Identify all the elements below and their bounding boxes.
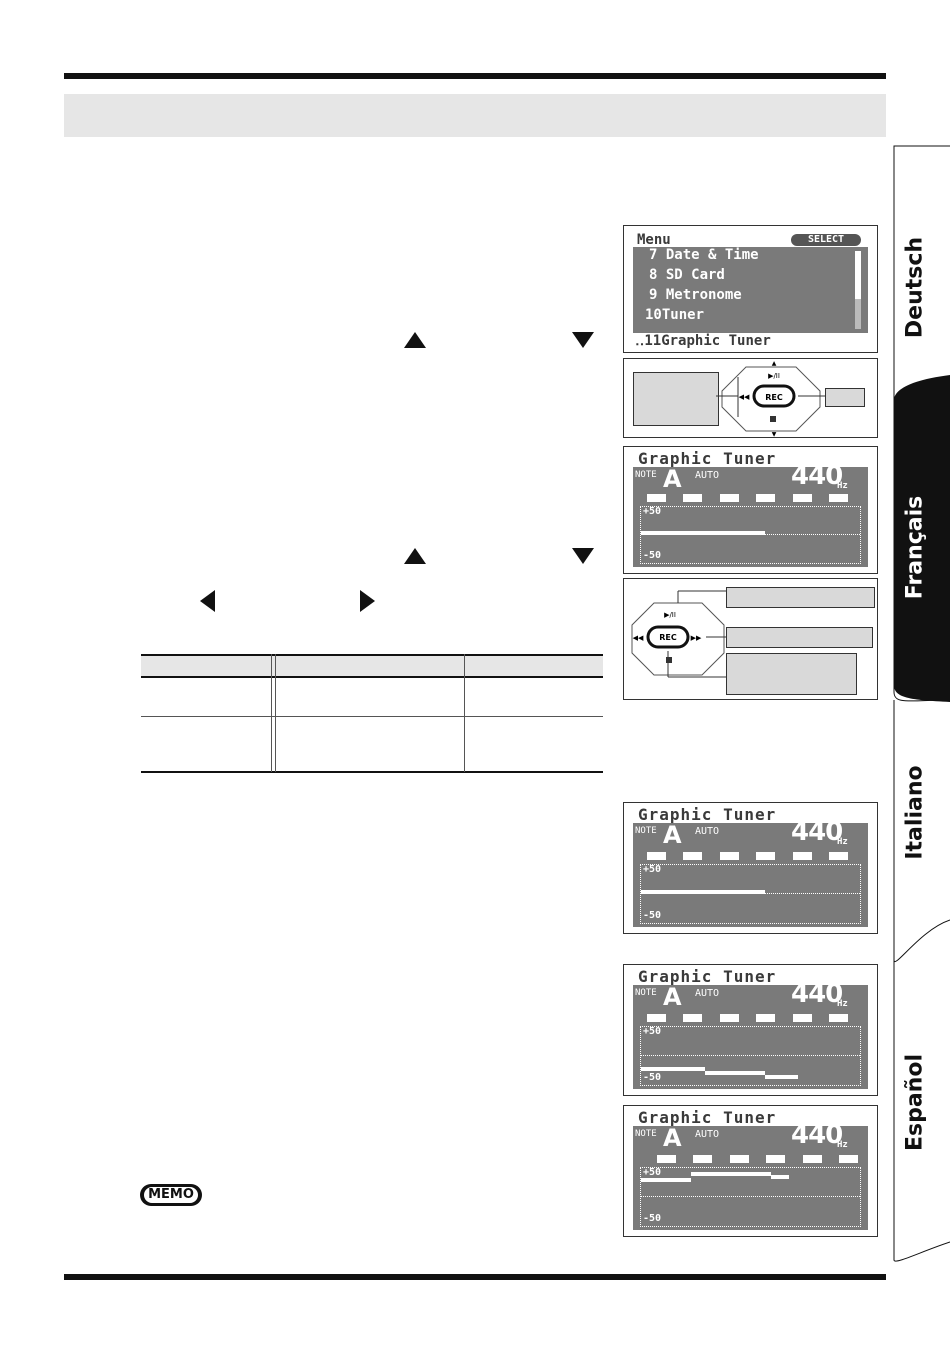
tuner-screen-4: Graphic Tuner NOTE A AUTO 440 Hz +50 -50 [623, 1105, 878, 1237]
svg-text:REC: REC [765, 393, 783, 402]
unit-label: Hz [837, 999, 848, 1009]
svg-text:◀◀: ◀◀ [633, 634, 644, 642]
scale-bottom: -50 [643, 1213, 662, 1224]
bottom-rule [64, 1274, 886, 1280]
pitch-bar [771, 1175, 789, 1179]
down-arrow-icon [572, 332, 594, 348]
frequency-value: 440 [791, 1120, 843, 1150]
menu-item[interactable]: 10Tuner [645, 307, 705, 323]
note-value: A [663, 821, 682, 849]
tuner-title: Graphic Tuner [638, 1108, 777, 1127]
svg-text:▶/II: ▶/II [768, 372, 780, 380]
scale-top: +50 [643, 1026, 662, 1037]
pitch-bar [765, 1075, 798, 1079]
tuner-graph: +50 -50 [640, 864, 861, 924]
scale-bottom: -50 [643, 910, 662, 921]
menu-item[interactable]: 8 SD Card [649, 267, 725, 283]
mode-label: AUTO [695, 470, 720, 481]
up-arrow-icon [404, 332, 426, 348]
select-badge: SELECT [791, 234, 861, 246]
menu-item[interactable]: 7 Date & Time [649, 247, 759, 263]
tuner-title: Graphic Tuner [638, 449, 777, 468]
tuner-lcd: NOTE A AUTO 440 Hz +50 -50 [633, 979, 868, 1089]
memo-badge: MEMO [141, 1185, 201, 1205]
top-rule [64, 73, 886, 79]
frequency-value: 440 [791, 461, 843, 491]
svg-text:▲: ▲ [772, 360, 777, 367]
menu-screen-frame: Menu SELECT 7 Date & Time 8 SD Card 9 Me… [623, 225, 878, 353]
note-label: NOTE [635, 988, 657, 998]
side-tab-outline [893, 145, 950, 1262]
up-arrow-icon [404, 548, 426, 564]
unit-label: Hz [837, 837, 848, 847]
pitch-bar [691, 1172, 771, 1176]
tuner-title: Graphic Tuner [638, 805, 777, 824]
pitch-bar [705, 1071, 765, 1075]
note-value: A [663, 465, 682, 493]
tuner-screen-2: Graphic Tuner NOTE A AUTO 440 Hz +50 -50 [623, 802, 878, 934]
tab-italiano[interactable]: Italiano [902, 765, 928, 860]
svg-text:▶/II: ▶/II [664, 611, 676, 619]
tuner-lcd: NOTE A AUTO 440 Hz +50 -50 [633, 817, 868, 927]
left-arrow-icon [200, 590, 215, 612]
mode-label: AUTO [695, 1129, 720, 1140]
note-label: NOTE [635, 470, 657, 480]
button-panel-2: REC ▶/II ◀◀ ▶▶ [623, 578, 878, 700]
svg-text:◀◀: ◀◀ [739, 393, 750, 401]
frequency-value: 440 [791, 979, 843, 1009]
menu-lcd: Menu SELECT 7 Date & Time 8 SD Card 9 Me… [633, 232, 868, 349]
svg-text:▶▶: ▶▶ [691, 634, 702, 642]
unit-label: Hz [837, 1140, 848, 1150]
tuner-screen-3: Graphic Tuner NOTE A AUTO 440 Hz +50 -50 [623, 964, 878, 1096]
unit-label: Hz [837, 481, 848, 491]
callout-box [633, 372, 719, 426]
tuner-screen-1: Graphic Tuner NOTE A AUTO 440 Hz +50 -50 [623, 446, 878, 574]
mode-label: AUTO [695, 988, 720, 999]
mode-label: AUTO [695, 826, 720, 837]
pitch-bar [641, 1067, 705, 1071]
tab-deutsch[interactable]: Deutsch [902, 236, 928, 339]
pitch-bar [641, 890, 765, 894]
note-value: A [663, 1124, 682, 1152]
note-value: A [663, 983, 682, 1011]
menu-list[interactable]: 7 Date & Time 8 SD Card 9 Metronome 10Tu… [633, 247, 868, 333]
svg-text:▼: ▼ [772, 431, 777, 437]
menu-scrollbar[interactable] [855, 251, 861, 329]
tuner-lcd: NOTE A AUTO 440 Hz +50 -50 [633, 461, 868, 567]
note-label: NOTE [635, 826, 657, 836]
svg-text:REC: REC [659, 633, 677, 642]
scale-bottom: -50 [643, 550, 662, 561]
callout-box [726, 653, 857, 695]
scale-top: +50 [643, 864, 662, 875]
callout-box [825, 388, 865, 407]
pitch-bar [641, 1178, 691, 1182]
scale-bottom: -50 [643, 1072, 662, 1083]
button-panel-1: REC ▶/II ◀◀ ▲ ▼ [623, 358, 878, 438]
tuner-graph: +50 -50 [640, 506, 861, 564]
transport-dial: REC ▶/II ◀◀ ▲ ▼ [716, 360, 826, 437]
section-header-band [64, 94, 886, 137]
tuner-graph: +50 -50 [640, 1026, 861, 1086]
right-arrow-icon [360, 590, 375, 612]
tab-espanol[interactable]: Español [902, 1053, 928, 1152]
tuner-lcd: NOTE A AUTO 440 Hz +50 -50 [633, 1120, 868, 1230]
menu-title: Menu [637, 232, 671, 248]
menu-item-selected[interactable]: ‥11Graphic Tuner [635, 333, 771, 349]
menu-item[interactable]: 9 Metronome [649, 287, 742, 303]
scale-top: +50 [643, 506, 662, 517]
tuner-graph: +50 -50 [640, 1167, 861, 1227]
callout-box [726, 587, 875, 608]
memo-label: MEMO [144, 1187, 198, 1203]
frequency-value: 440 [791, 817, 843, 847]
pitch-bar [641, 531, 765, 535]
note-label: NOTE [635, 1129, 657, 1139]
scale-top: +50 [643, 1167, 662, 1178]
transport-dial: REC ▶/II ◀◀ ▶▶ [631, 590, 726, 678]
callout-box [726, 627, 873, 648]
tab-francais[interactable]: Français [902, 495, 928, 600]
down-arrow-icon [572, 548, 594, 564]
tuner-title: Graphic Tuner [638, 967, 777, 986]
